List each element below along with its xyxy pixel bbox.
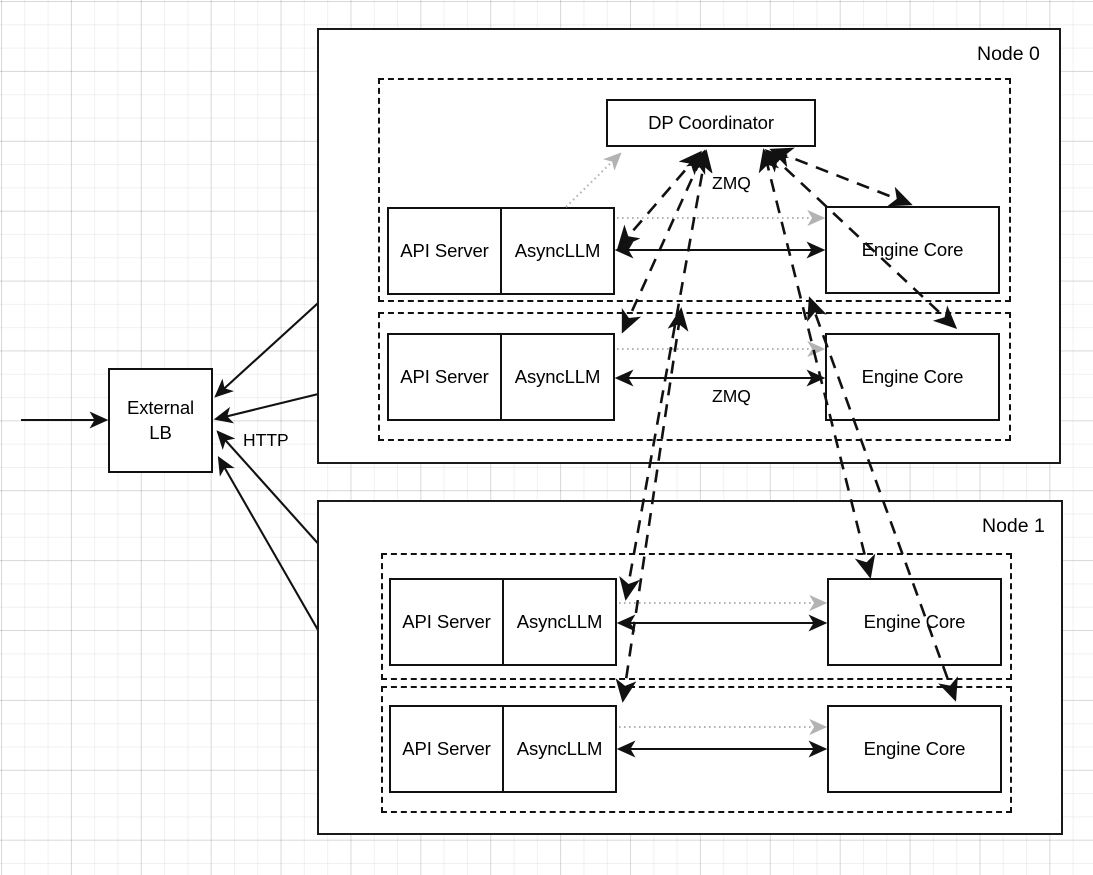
node-0-replica-1-apiserver-asyncllm[interactable]: API Server AsyncLLM (387, 333, 615, 421)
dp-coordinator-label: DP Coordinator (648, 112, 774, 134)
async-llm-label: AsyncLLM (514, 240, 601, 262)
edge-coordinator-n1r1-asyncllm (615, 307, 689, 703)
edge-coordinator-n0r0-enginecore (769, 147, 913, 207)
node-1-replica-1-api-server[interactable]: API Server (391, 707, 504, 791)
node-1-replica-0-apiserver-asyncllm[interactable]: API Server AsyncLLM (389, 578, 617, 666)
node-0-replica-0-api-server[interactable]: API Server (389, 209, 502, 293)
node-0-replica-1-api-server[interactable]: API Server (389, 335, 502, 419)
zmq-label-mid: ZMQ (711, 386, 752, 407)
node-1-replica-1-apiserver-asyncllm[interactable]: API Server AsyncLLM (389, 705, 617, 793)
external-lb-label: External LB (127, 396, 194, 446)
node-0-title: Node 0 (977, 43, 1040, 65)
external-lb-label-line1: External (126, 396, 195, 418)
http-label: HTTP (243, 430, 289, 450)
external-lb-box[interactable]: External LB (108, 368, 213, 473)
edge-n0r0-asyncllm-to-coordinator-dotted (565, 152, 622, 208)
node-1-replica-0-api-server[interactable]: API Server (391, 580, 504, 664)
node-1-replica-1-boundary (381, 686, 1012, 813)
async-llm-label: AsyncLLM (514, 366, 601, 388)
api-server-label: API Server (400, 366, 489, 388)
edge-coordinator-n0r1-asyncllm (621, 149, 706, 334)
node-1-title: Node 1 (982, 515, 1045, 537)
async-llm-label: AsyncLLM (516, 611, 603, 633)
edge-coordinator-n1r0-enginecore (758, 148, 876, 579)
api-server-label: API Server (402, 611, 491, 633)
edge-coordinator-n0r0-asyncllm (617, 150, 702, 250)
node-0-replica-0-async-llm[interactable]: AsyncLLM (502, 209, 613, 293)
zmq-label-top: ZMQ (711, 173, 752, 194)
dp-coordinator-box[interactable]: DP Coordinator (606, 99, 816, 147)
edge-coordinator-n1r1-enginecore (807, 296, 958, 702)
edge-coordinator-n0r1-enginecore (764, 149, 958, 329)
api-server-label: API Server (402, 738, 491, 760)
async-llm-label: AsyncLLM (516, 738, 603, 760)
node-1-replica-1-engine-core[interactable]: Engine Core (827, 705, 1002, 793)
node-1-replica-0-async-llm[interactable]: AsyncLLM (504, 580, 615, 664)
external-lb-label-line2: LB (149, 421, 172, 443)
node-0-replica-0-apiserver-asyncllm[interactable]: API Server AsyncLLM (387, 207, 615, 295)
node-0-replica-1-async-llm[interactable]: AsyncLLM (502, 335, 613, 419)
api-server-label: API Server (400, 240, 489, 262)
node-1-replica-1-async-llm[interactable]: AsyncLLM (504, 707, 615, 791)
engine-core-label: Engine Core (863, 738, 966, 760)
